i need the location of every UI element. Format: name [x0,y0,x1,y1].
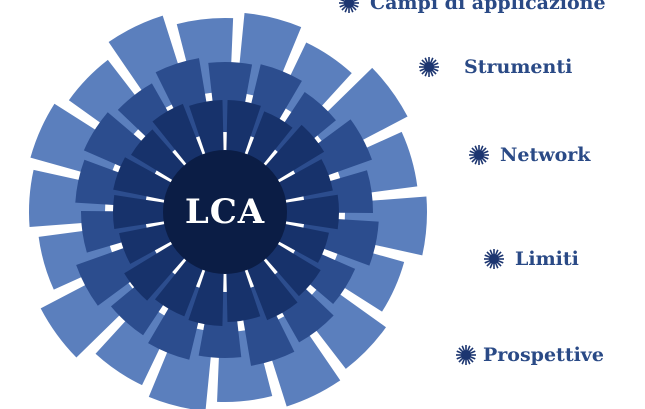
middle-ring-segment [285,244,356,305]
inner-ring-segment [226,100,261,165]
outer-ring-segment [276,42,352,124]
menu-item-label: Limiti [515,248,579,270]
starburst-bullet-icon [419,57,439,77]
outer-ring-segment [148,322,214,409]
starburst-bullet-icon [339,0,359,13]
menu-item-label: Prospettive [483,344,604,366]
inner-ring-segment [189,100,224,165]
inner-ring-segment [258,124,325,187]
inner-ring-segment [274,194,339,230]
inner-ring-segment [258,237,321,297]
inner-ring-segment [152,103,207,173]
middle-ring-segment [83,112,165,180]
inner-ring-segment [226,259,261,322]
inner-ring-segment [124,237,192,301]
inner-ring-segment [268,159,333,203]
middle-ring-segment [75,159,151,207]
outer-ring-segment [236,12,302,102]
menu-item-prospettive[interactable]: Prospettive [455,344,604,366]
menu-item-limiti[interactable]: Limiti [483,248,579,270]
inner-ring-segment [113,157,182,203]
inner-ring-segment [119,221,182,264]
middle-ring-segment [299,217,379,266]
wheel-core [163,150,287,274]
inner-ring-segment [243,111,293,173]
menu-item-label: Campi di applicazione [370,0,606,14]
starburst-bullet-icon [469,145,489,165]
inner-ring-segment [131,129,192,187]
outer-ring-segment [30,103,124,180]
middle-ring-segment [243,64,302,143]
outer-ring-segment [326,244,405,312]
outer-ring-segment [95,300,174,386]
menu-item-label: Network [500,144,591,166]
inner-ring-segment [188,259,224,326]
menu-item-label: Strumenti [464,56,573,78]
inner-ring-segment [154,251,207,317]
inner-ring-segment [268,221,329,263]
menu-item-campi-di-applicazione[interactable]: Campi di applicazione [338,0,606,14]
inner-ring-segment [113,195,176,229]
inner-ring-segment [243,251,298,321]
menu-item-network[interactable]: Network [468,144,590,166]
wheel-segments [29,12,428,409]
middle-ring-segment [148,281,207,360]
starburst-bullet-icon [456,345,476,365]
starburst-bullet-icon [484,249,504,269]
menu-item-strumenti[interactable]: Strumenti [418,56,572,78]
